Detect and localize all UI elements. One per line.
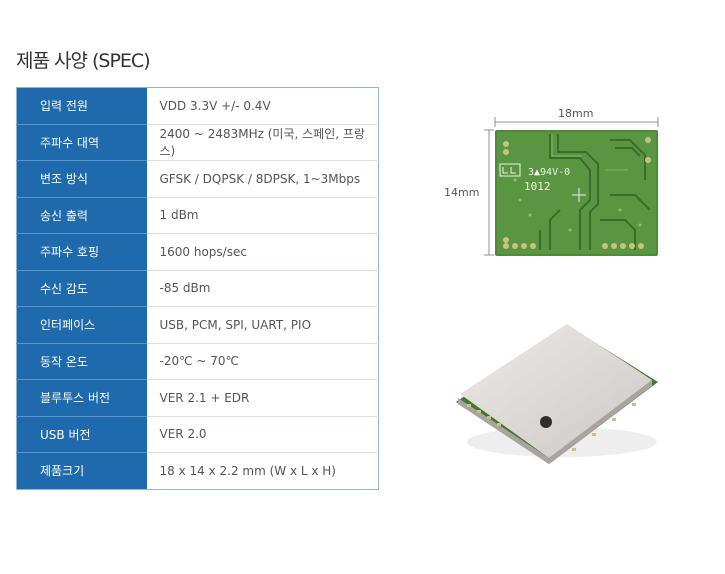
- spec-label: 인터페이스: [16, 306, 147, 344]
- spec-value: 1600 hops/sec: [146, 233, 379, 271]
- spec-value: USB, PCM, SPI, UART, PIO: [146, 306, 379, 344]
- spec-value: 18 x 14 x 2.2 mm (W x L x H): [146, 452, 379, 489]
- spec-row: 수신 감도-85 dBm: [16, 270, 379, 307]
- spec-value: VER 2.1 + EDR: [146, 379, 379, 417]
- pcb-marking-line1: 3▲94V-0: [528, 167, 570, 178]
- spec-label: 주파수 대역: [16, 124, 147, 161]
- spec-label: USB 버전: [16, 416, 147, 453]
- spec-label: 동작 온도: [16, 343, 147, 380]
- spec-value: VER 2.0: [146, 416, 379, 453]
- spec-value: 2400 ~ 2483MHz (미국, 스페인, 프랑스): [146, 124, 379, 161]
- spec-label: 변조 방식: [16, 160, 147, 198]
- spec-value: GFSK / DQPSK / 8DPSK, 1~3Mbps: [146, 160, 379, 198]
- pcb-height-label: 14mm: [444, 186, 480, 199]
- pcb-top-view: 3▲94V-0 1012 18mm 14mm: [440, 100, 680, 270]
- pcb-image: 3▲94V-0 1012: [484, 117, 659, 256]
- spec-label: 블루투스 버전: [16, 379, 147, 417]
- spec-label: 입력 전원: [16, 87, 147, 125]
- page-title: 제품 사양 (SPEC): [16, 50, 151, 72]
- module-3d-view: [452, 322, 662, 467]
- spec-value: VDD 3.3V +/- 0.4V: [146, 87, 379, 125]
- spec-row: 동작 온도-20℃ ~ 70℃: [16, 343, 379, 380]
- spec-label: 송신 출력: [16, 197, 147, 234]
- pcb-marking-line2: 1012: [524, 180, 551, 193]
- spec-value: -20℃ ~ 70℃: [146, 343, 379, 380]
- spec-label: 주파수 호핑: [16, 233, 147, 271]
- spec-value: 1 dBm: [146, 197, 379, 234]
- certification-logo: [499, 163, 521, 177]
- module-image: [456, 324, 658, 464]
- spec-label: 제품크기: [16, 452, 147, 489]
- pcb-width-label: 18mm: [558, 107, 594, 120]
- spec-value: -85 dBm: [146, 270, 379, 307]
- spec-label: 수신 감도: [16, 270, 147, 307]
